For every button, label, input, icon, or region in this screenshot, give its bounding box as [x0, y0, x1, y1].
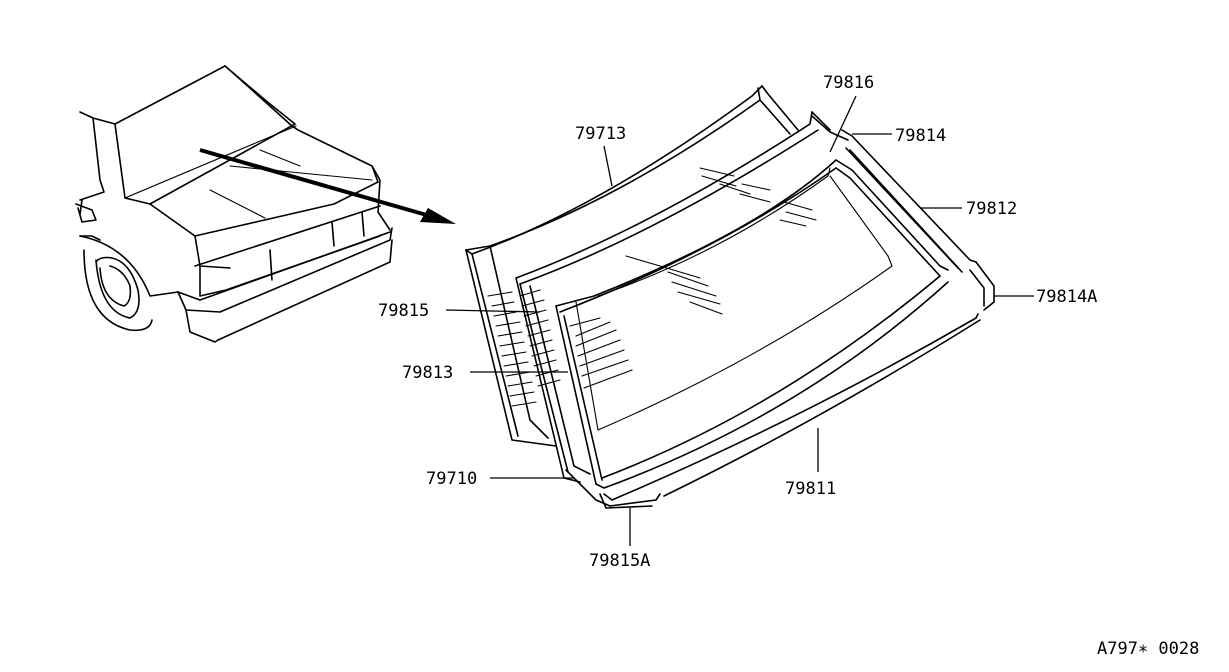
callout-79814A: 79814A	[1036, 287, 1097, 307]
callout-79812: 79812	[966, 199, 1017, 219]
callout-79811: 79811	[785, 479, 836, 499]
figure-code: A797∗ 0028	[1097, 639, 1199, 659]
leader-lines	[445, 95, 1034, 546]
callout-79710: 79710	[426, 469, 477, 489]
callout-labels: 79713 79816 79814 79812 79814A 79815 798…	[378, 73, 1199, 659]
rear-window-assembly	[465, 85, 995, 509]
callout-79713: 79713	[575, 124, 626, 144]
car-rear-illustration	[75, 65, 393, 343]
callout-79813: 79813	[402, 363, 453, 383]
leader-79713	[603, 145, 613, 187]
callout-79814: 79814	[895, 126, 946, 146]
callout-79816: 79816	[823, 73, 874, 93]
leader-79816	[829, 95, 857, 153]
direction-arrow-icon	[199, 148, 456, 224]
callout-79815: 79815	[378, 301, 429, 321]
callout-79815A: 79815A	[589, 551, 650, 571]
leader-79815	[445, 309, 541, 313]
